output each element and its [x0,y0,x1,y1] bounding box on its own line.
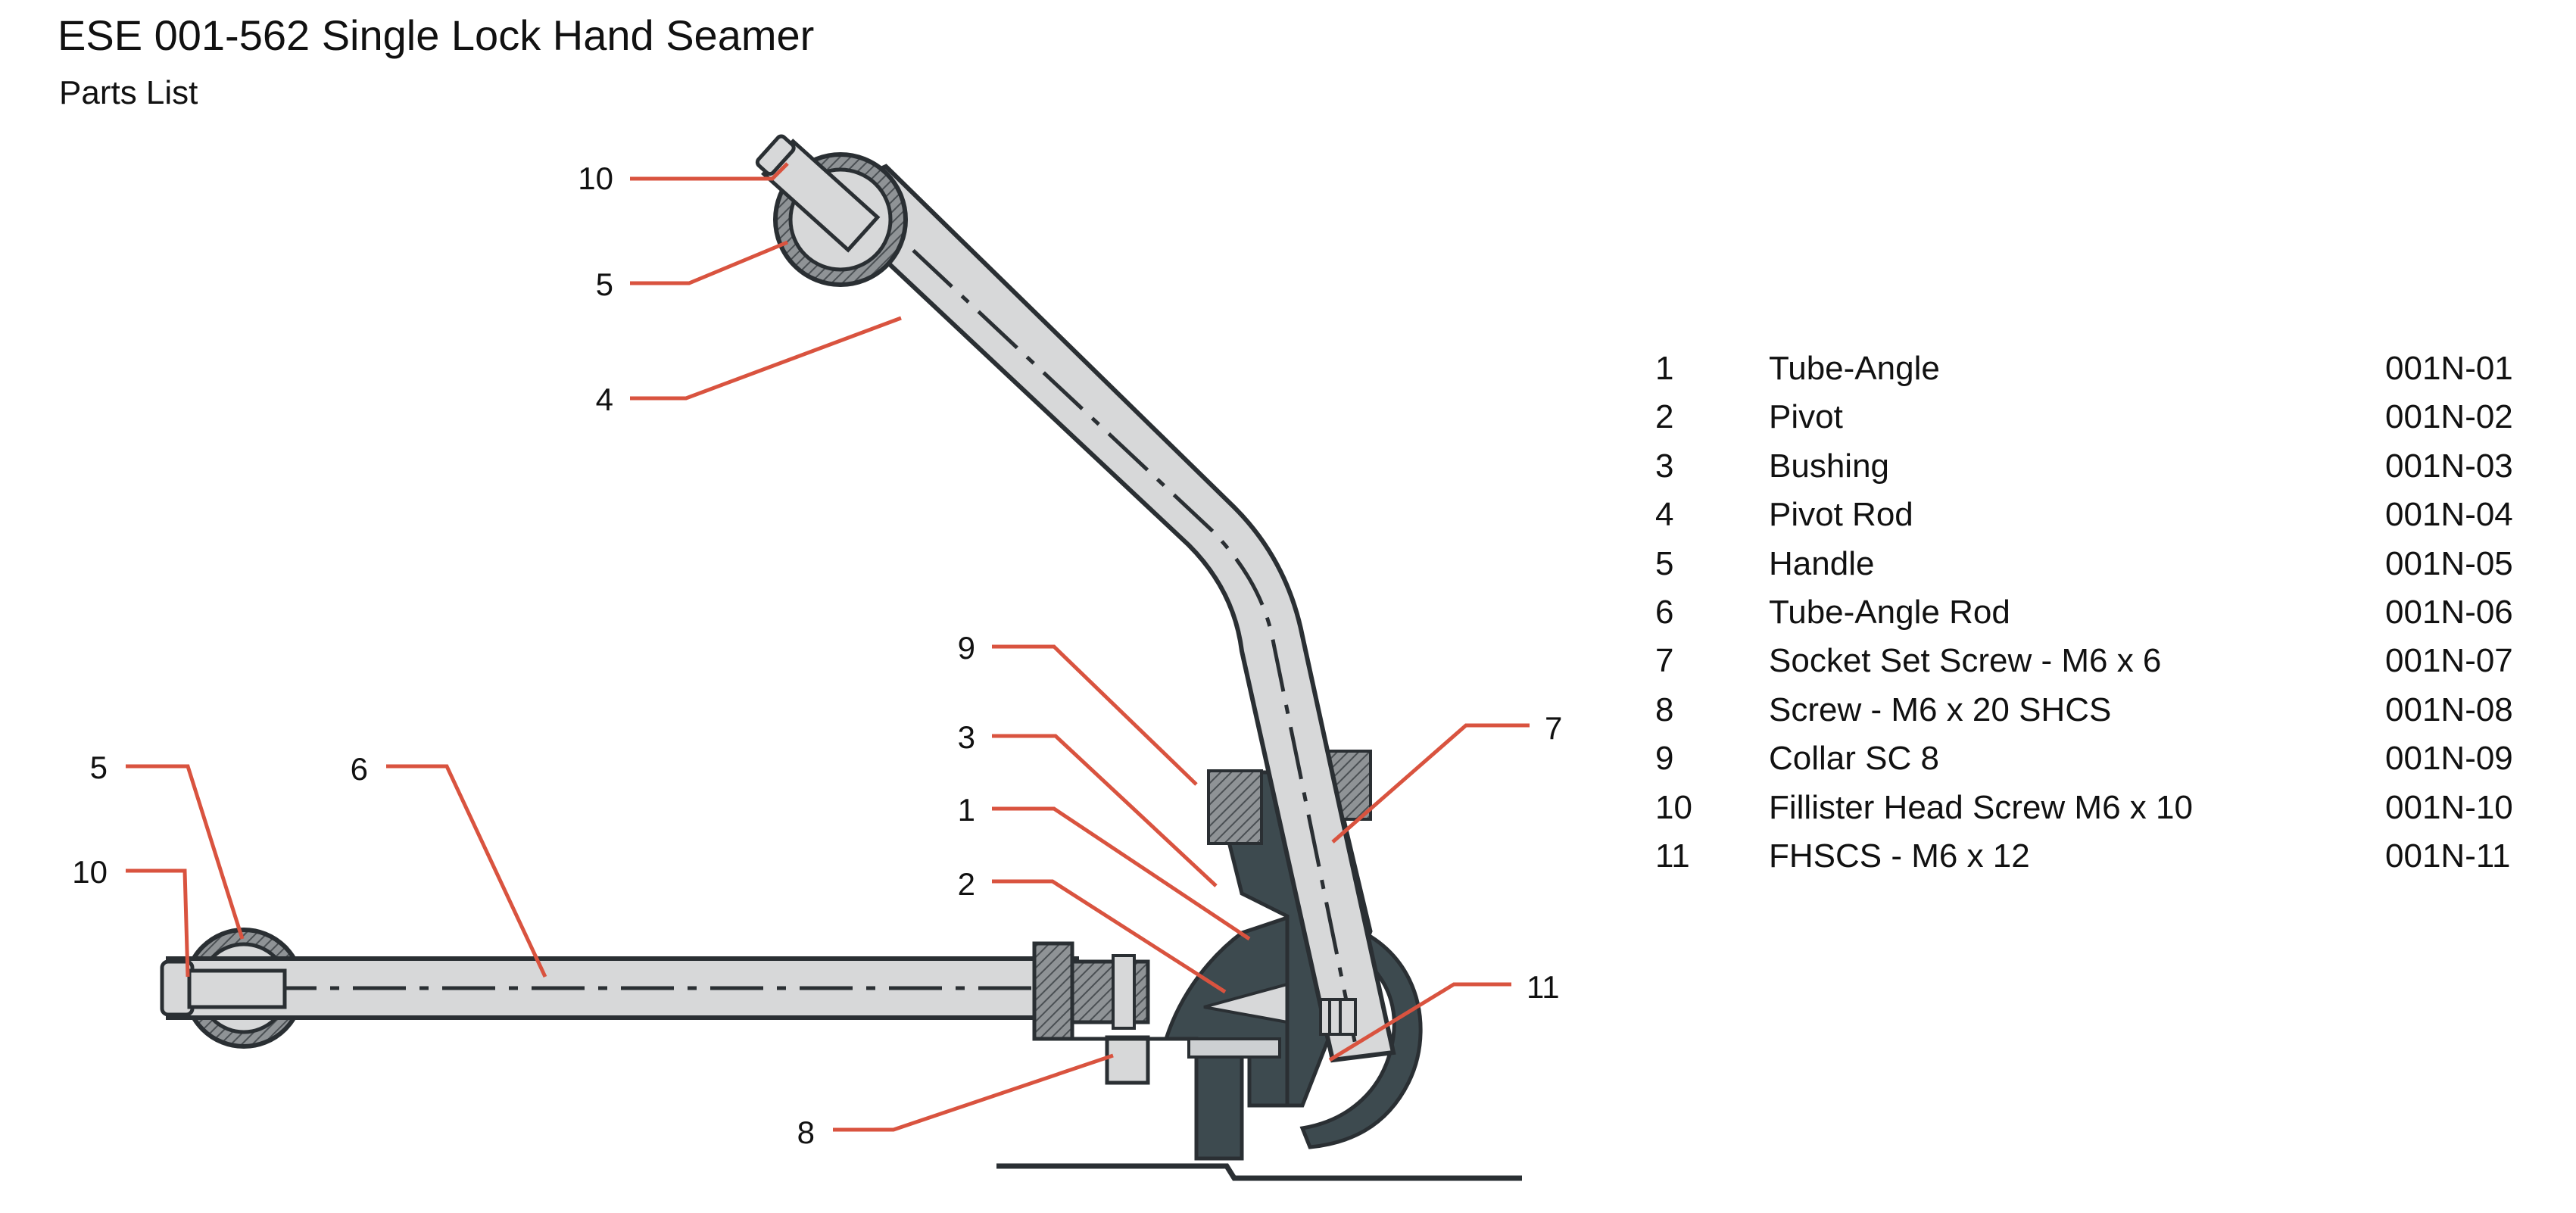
leader-4 [630,316,902,401]
part-name: Bushing [1769,447,1890,485]
part-code: 001N-07 [2385,642,2513,680]
callout-8: 8 [797,1115,815,1150]
part-number: 6 [1655,593,1674,631]
leader-7 [1331,723,1530,843]
part-number: 11 [1655,837,1690,875]
part-code: 001N-08 [2385,691,2513,728]
callout-10-top: 10 [578,161,613,196]
part-number: 10 [1655,788,1692,826]
part-code: 001N-10 [2385,788,2513,826]
callout-7: 7 [1545,710,1562,746]
part-name: Handle [1769,544,1875,582]
part-number: 2 [1655,398,1674,436]
callout-2: 2 [958,866,975,902]
part-code: 001N-11 [2385,837,2511,875]
pivot-rod [813,164,1396,1063]
part-name: Pivot [1769,398,1843,436]
part-name: Tube-Angle Rod [1769,593,2010,631]
leader-2 [992,879,1227,994]
leader-5-left [126,764,245,940]
ground-line [996,1163,1522,1181]
seamer-diagram: 10 5 4 9 3 1 2 5 6 10 8 7 11 [72,134,1562,1181]
part-name: Tube-Angle [1769,350,1940,387]
leader-1 [992,806,1251,941]
part-name: FHSCS - M6 x 12 [1769,837,2030,875]
part-number: 5 [1655,544,1674,582]
part-number: 7 [1655,642,1674,680]
callout-6: 6 [351,751,368,787]
leader-5-top [630,240,788,285]
callout-5-top: 5 [596,267,613,302]
part-code: 001N-03 [2385,447,2513,485]
part-number: 9 [1655,740,1674,778]
page-subtitle: Parts List [59,74,198,111]
callout-5-left: 5 [90,750,108,785]
part-number: 1 [1655,350,1674,387]
leader-6 [386,764,547,978]
callout-3: 3 [958,719,975,755]
page-title: ESE 001-562 Single Lock Hand Seamer [58,11,815,59]
collar [1207,769,1263,845]
part-code: 001N-04 [2385,496,2513,534]
callout-11: 11 [1527,969,1560,1005]
callout-10-left: 10 [72,854,108,890]
rod-end-collar [1032,941,1074,1041]
callout-9: 9 [958,630,975,666]
part-name: Screw - M6 x 20 SHCS [1769,691,2112,728]
shcs-screw [1105,1035,1150,1085]
part-name: Socket Set Screw - M6 x 6 [1769,642,2162,680]
part-code: 001N-05 [2385,544,2513,582]
leader-8 [833,1053,1114,1132]
callout-1: 1 [958,792,975,828]
part-number: 8 [1655,691,1674,728]
part-code: 001N-06 [2385,593,2513,631]
callout-4: 4 [596,382,613,417]
leader-3 [992,734,1218,887]
leader-10-left [126,868,190,978]
part-code: 001N-09 [2385,740,2513,778]
leader-9 [992,644,1198,786]
part-code: 001N-02 [2385,398,2513,436]
part-number: 3 [1655,447,1674,485]
leader-10-top [630,162,789,181]
leader-11 [1328,982,1511,1062]
part-name: Collar SC 8 [1769,740,1939,778]
seamer-jaw [1299,914,1423,1149]
part-code: 001N-01 [2385,350,2513,387]
part-number: 4 [1655,496,1674,534]
part-name: Pivot Rod [1769,496,1913,534]
part-name: Fillister Head Screw M6 x 10 [1769,788,2193,826]
